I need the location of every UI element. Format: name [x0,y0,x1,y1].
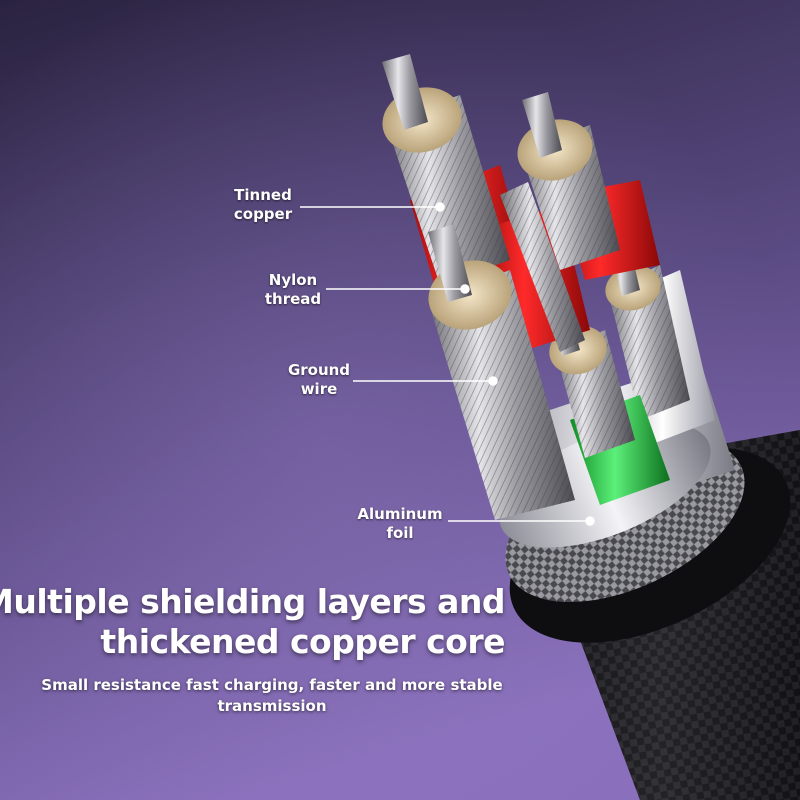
label-tinned-copper-line1: Tinned [234,186,292,204]
headline-line2: thickened copper core [100,622,505,661]
leader-lines [300,202,595,526]
label-ground-wire-line1: Ground [287,361,351,379]
conductor-ground-wire [428,224,575,520]
label-tinned-copper-line2: copper [233,205,293,223]
label-ground-wire: Ground wire [280,361,358,399]
conductor-white [605,238,715,445]
label-nylon-thread-line2: thread [264,290,322,308]
label-ground-wire-line2: wire [300,380,338,398]
headline-line1: Multiple shielding layers and [0,582,505,621]
conductor-green [548,296,670,505]
subheadline-line1: Small resistance fast charging, faster a… [41,676,503,694]
label-aluminum-foil: Aluminum foil [352,505,448,543]
label-aluminum-foil-line2: foil [386,524,414,542]
label-tinned-copper: Tinned copper [222,186,304,224]
nylon-thread-strand [500,182,585,352]
label-aluminum-foil-line1: Aluminum [357,505,443,523]
conductor-upper-right [517,92,620,270]
subheadline-line2: transmission [217,697,327,715]
label-nylon-thread-line1: Nylon [268,271,318,289]
label-nylon-thread: Nylon thread [254,271,332,309]
conductor-tinned-copper [382,54,510,285]
